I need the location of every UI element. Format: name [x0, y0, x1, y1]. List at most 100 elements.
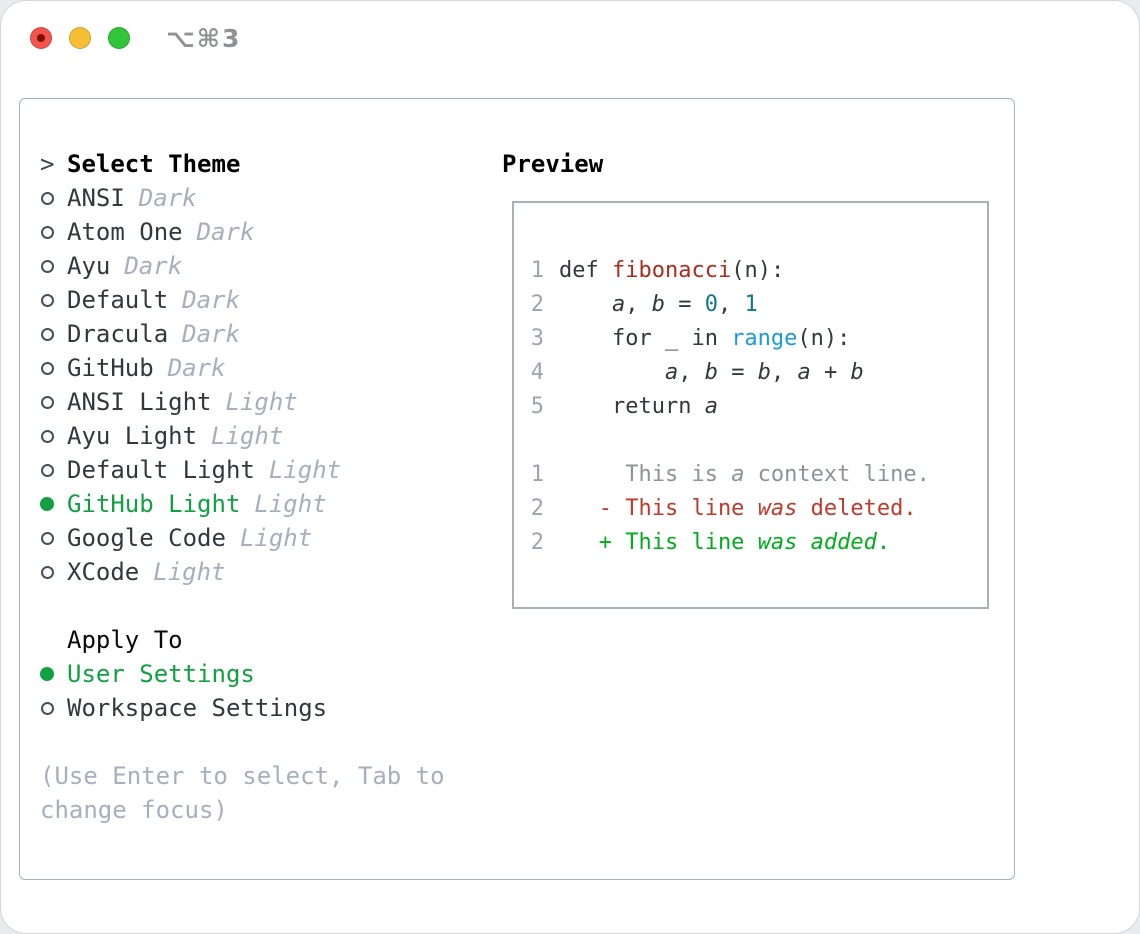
- code-segment: a: [797, 359, 811, 385]
- radio-icon: [41, 259, 54, 273]
- titlebar: ⌥⌘3: [1, 1, 1139, 98]
- theme-option-default[interactable]: Default Dark: [40, 283, 500, 317]
- apply-to-header-row: Apply To: [40, 623, 500, 657]
- apply-option-user-settings[interactable]: User Settings: [40, 657, 500, 691]
- selection-caret: >: [40, 150, 67, 178]
- code-segment: b: [651, 291, 665, 317]
- code-segment: was: [757, 495, 798, 521]
- radio-marker: [40, 531, 67, 545]
- radio-icon: [41, 531, 54, 545]
- preview-header-row: Preview: [502, 147, 603, 181]
- theme-variant: Dark: [138, 184, 197, 212]
- radio-marker: [40, 225, 67, 239]
- radio-marker: [40, 191, 67, 205]
- theme-name: ANSI: [67, 184, 125, 212]
- radio-selected-icon: [40, 497, 54, 511]
- window-title: ⌥⌘3: [166, 23, 242, 53]
- code-segment: b: [757, 359, 771, 385]
- line-number: 2: [530, 495, 544, 521]
- code-segment: =: [717, 359, 758, 385]
- minimize-button[interactable]: [69, 27, 91, 49]
- theme-variant: Light: [211, 422, 284, 450]
- code-segment: return: [559, 393, 705, 419]
- apply-option-label: Workspace Settings: [67, 694, 328, 722]
- line-number: 4: [530, 359, 544, 385]
- code-segment: =: [664, 291, 705, 317]
- radio-marker: [40, 701, 67, 715]
- select-theme-title: Select Theme: [67, 150, 241, 178]
- added-line: 2 + This line was added.: [530, 525, 987, 559]
- theme-name: ANSI Light: [67, 388, 212, 416]
- radio-icon: [41, 225, 54, 239]
- spacer: [40, 725, 500, 759]
- radio-marker: [40, 361, 67, 375]
- code-segment: for _ in: [559, 325, 732, 351]
- theme-name: GitHub Light: [67, 490, 241, 518]
- maximize-button[interactable]: [108, 27, 130, 49]
- code-segment: 0: [704, 291, 718, 317]
- select-theme-header-row: > Select Theme: [40, 147, 500, 181]
- radio-icon: [41, 565, 54, 579]
- code-line: 4 a, b = b, a + b: [530, 355, 987, 389]
- radio-marker: [40, 429, 67, 443]
- apply-to-title: Apply To: [67, 626, 183, 654]
- code-segment: 1: [744, 291, 758, 317]
- code-segment: b: [704, 359, 718, 385]
- code-segment: a: [704, 393, 718, 419]
- apply-option-workspace-settings[interactable]: Workspace Settings: [40, 691, 500, 725]
- caret-icon: >: [40, 150, 55, 178]
- radio-marker: [40, 463, 67, 477]
- theme-variant: Dark: [182, 286, 240, 314]
- theme-option-ansi[interactable]: ANSI Dark: [40, 181, 500, 215]
- radio-marker: [40, 395, 67, 409]
- theme-name: Default: [67, 286, 169, 314]
- line-number: 3: [530, 325, 544, 351]
- theme-variant: Light: [254, 490, 327, 518]
- line-text: + This line was added.: [559, 530, 890, 555]
- radio-marker: [40, 497, 67, 511]
- radio-icon: [41, 361, 54, 375]
- close-dot-icon: [37, 34, 45, 42]
- theme-option-github-light[interactable]: GitHub Light Light: [40, 487, 500, 521]
- code-segment: fibonacci: [611, 257, 732, 283]
- spacer: [530, 423, 987, 457]
- theme-option-github[interactable]: GitHub Dark: [40, 351, 500, 385]
- line-text: This is a context line.: [559, 462, 930, 487]
- radio-icon: [41, 429, 54, 443]
- line-number: 2: [530, 529, 544, 555]
- radio-icon: [41, 463, 54, 477]
- theme-variant: Dark: [167, 354, 226, 382]
- code-line: 2 a, b = 0, 1: [530, 287, 987, 321]
- radio-marker: [40, 667, 67, 681]
- code-segment: a: [611, 291, 626, 317]
- keyboard-hint: (Use Enter to select, Tab to change focu…: [40, 762, 445, 824]
- code-segment: (n):: [797, 325, 851, 351]
- code-segment: + This line: [559, 529, 758, 555]
- line-text: a, b = 0, 1: [559, 292, 758, 317]
- line-text: for _ in range(n):: [559, 326, 850, 351]
- radio-icon: [41, 395, 54, 409]
- line-number: 2: [530, 291, 544, 317]
- code-line: 5 return a: [530, 389, 987, 423]
- theme-name: GitHub: [67, 354, 154, 382]
- code-segment: - This line: [559, 495, 758, 521]
- code-segment: def: [559, 257, 612, 283]
- theme-name: Google Code: [67, 524, 226, 552]
- code-segment: a: [664, 359, 679, 385]
- code-line: 3 for _ in range(n):: [530, 321, 987, 355]
- theme-variant: Dark: [182, 320, 240, 348]
- close-button[interactable]: [30, 27, 52, 49]
